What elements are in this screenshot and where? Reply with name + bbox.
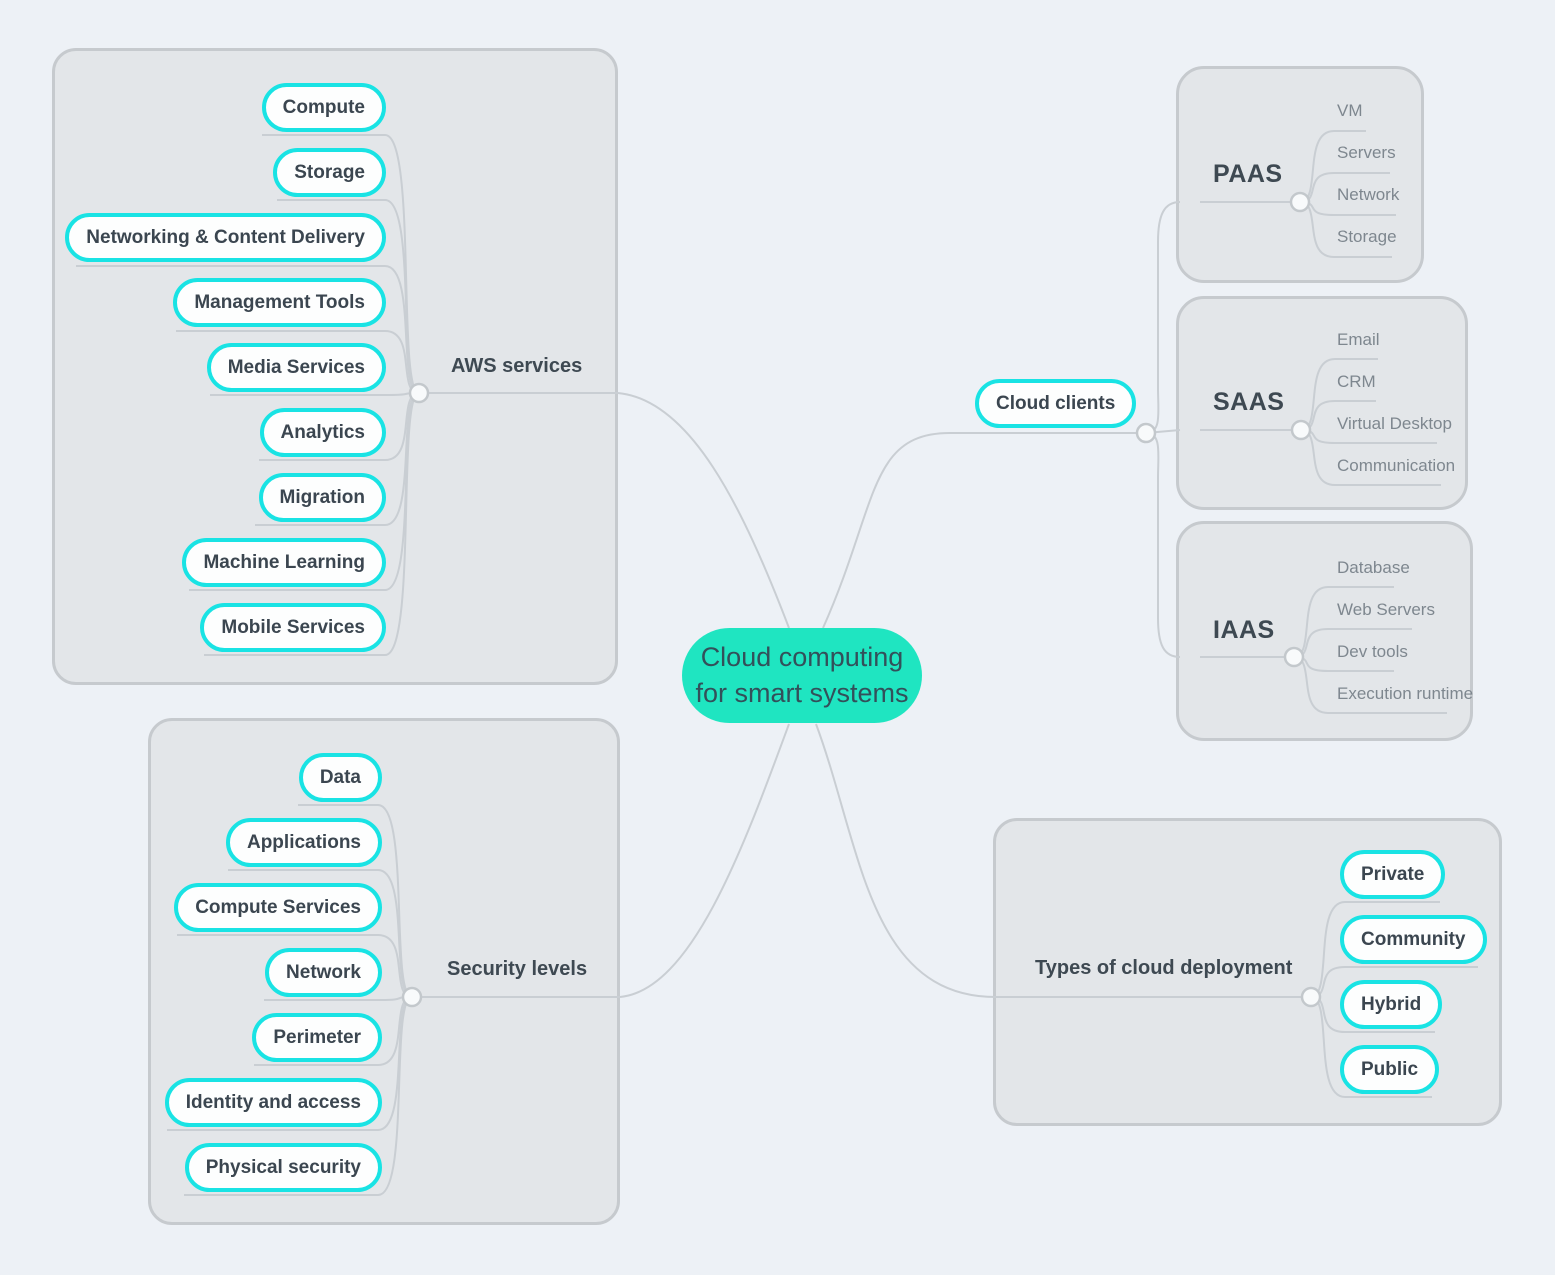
junction-deployment[interactable]: [1300, 986, 1322, 1008]
topic-public[interactable]: Public: [1340, 1045, 1440, 1094]
topic-machine-learning[interactable]: Machine Learning: [182, 538, 386, 587]
junction-security-levels[interactable]: [401, 986, 423, 1008]
topic-community[interactable]: Community: [1340, 915, 1487, 964]
topic-cloud-clients[interactable]: Cloud clients: [975, 379, 1137, 428]
label-iaas[interactable]: IAAS: [1213, 616, 1275, 644]
leaf-communication[interactable]: Communication: [1337, 456, 1456, 475]
leaf-vm[interactable]: VM: [1337, 101, 1363, 120]
iaas-boundary: [1176, 521, 1473, 741]
leaf-virtual-desktop[interactable]: Virtual Desktop: [1337, 414, 1452, 433]
leaf-servers[interactable]: Servers: [1337, 143, 1396, 162]
topic-data[interactable]: Data: [298, 753, 382, 802]
junction-saas[interactable]: [1290, 419, 1312, 441]
central-topic[interactable]: Cloud computing for smart systems: [682, 628, 922, 723]
topic-private[interactable]: Private: [1340, 850, 1446, 899]
topic-mobile-services[interactable]: Mobile Services: [200, 603, 386, 652]
topic-applications[interactable]: Applications: [225, 818, 382, 867]
label-aws-services[interactable]: AWS services: [451, 355, 583, 377]
topic-analytics[interactable]: Analytics: [259, 408, 386, 457]
junction-iaas[interactable]: [1283, 646, 1305, 668]
topic-network[interactable]: Network: [265, 948, 382, 997]
topic-compute-services[interactable]: Compute Services: [174, 883, 382, 932]
topic-perimeter[interactable]: Perimeter: [252, 1013, 382, 1062]
leaf-database[interactable]: Database: [1337, 558, 1410, 577]
junction-paas[interactable]: [1289, 191, 1311, 213]
leaf-dev-tools[interactable]: Dev tools: [1337, 642, 1408, 661]
leaf-execution-runtime[interactable]: Execution runtime: [1337, 684, 1474, 703]
label-paas[interactable]: PAAS: [1213, 160, 1283, 188]
junction-aws-services[interactable]: [408, 382, 430, 404]
topic-physical-security[interactable]: Physical security: [184, 1143, 382, 1192]
leaf-storage[interactable]: Storage: [1337, 227, 1397, 246]
label-types-of-cloud-deployment[interactable]: Types of cloud deployment: [1035, 957, 1293, 979]
topic-compute[interactable]: Compute: [261, 83, 386, 132]
topic-identity-and-access[interactable]: Identity and access: [164, 1078, 382, 1127]
topic-networking-content-delivery[interactable]: Networking & Content Delivery: [65, 213, 386, 262]
leaf-web-servers[interactable]: Web Servers: [1337, 600, 1435, 619]
leaf-email[interactable]: Email: [1337, 330, 1380, 349]
topic-migration[interactable]: Migration: [258, 473, 386, 522]
leaf-network[interactable]: Network: [1337, 185, 1400, 204]
junction-cloud-clients[interactable]: [1135, 422, 1157, 444]
label-security-levels[interactable]: Security levels: [447, 958, 588, 980]
topic-media-services[interactable]: Media Services: [206, 343, 386, 392]
security-levels-boundary: [148, 718, 620, 1225]
topic-storage[interactable]: Storage: [273, 148, 386, 197]
paas-boundary: [1176, 66, 1424, 283]
label-saas[interactable]: SAAS: [1213, 388, 1285, 416]
topic-management-tools[interactable]: Management Tools: [173, 278, 386, 327]
leaf-crm[interactable]: CRM: [1337, 372, 1376, 391]
topic-hybrid[interactable]: Hybrid: [1340, 980, 1443, 1029]
